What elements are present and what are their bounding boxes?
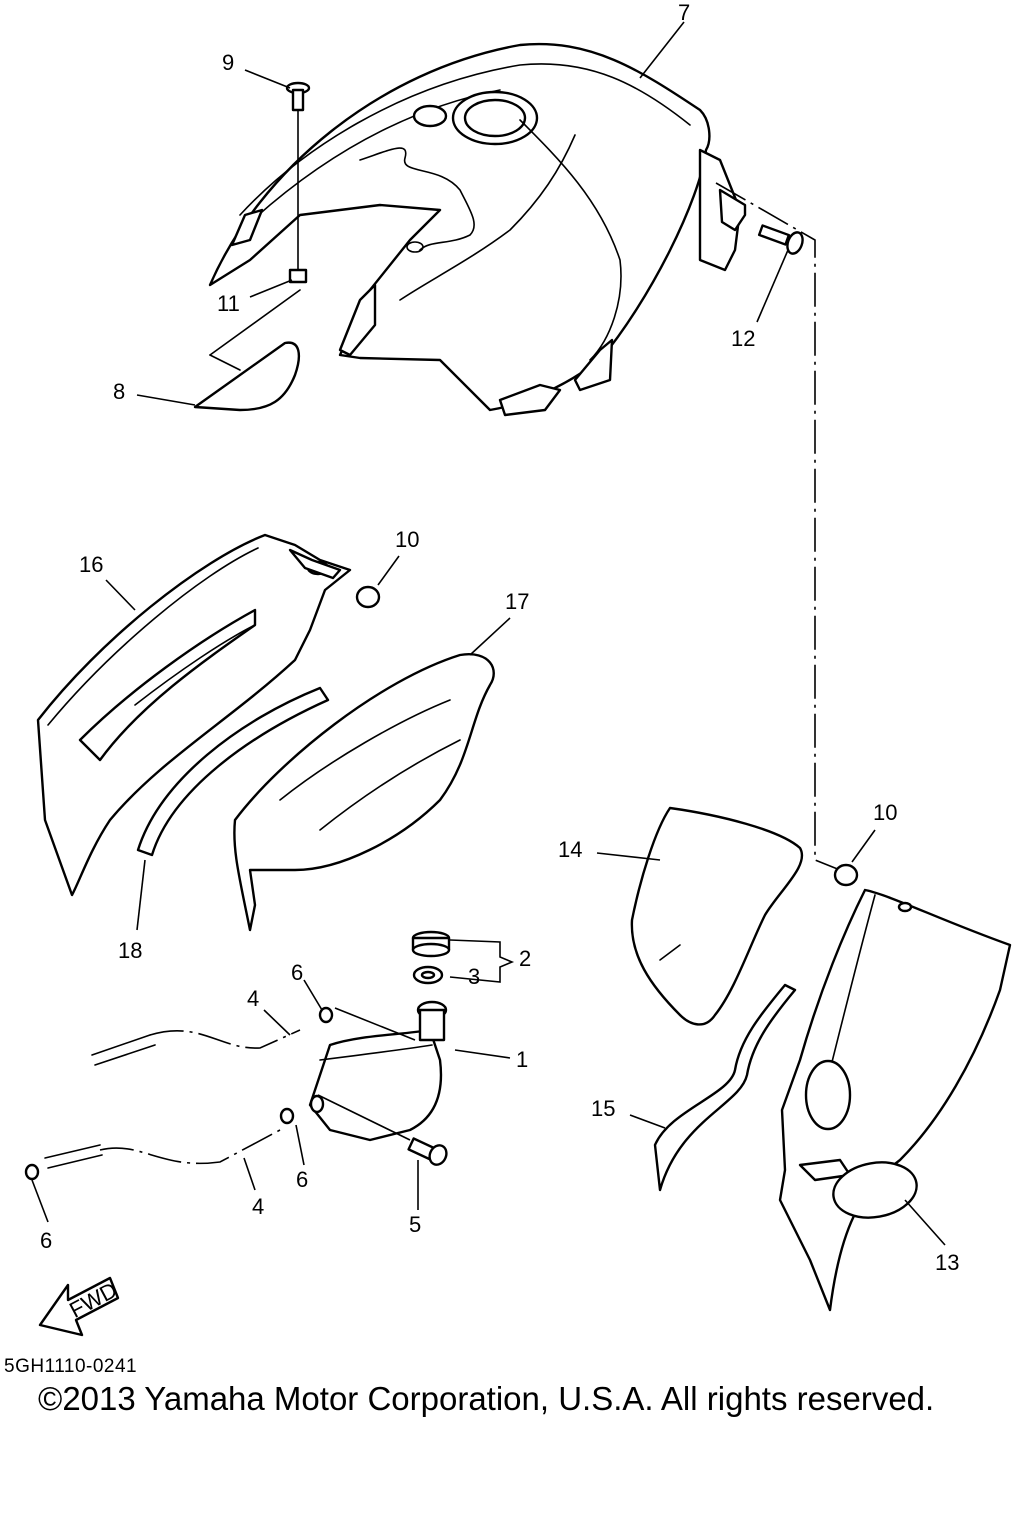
callout-10a: 10 [395,527,419,552]
callout-1: 1 [516,1047,528,1072]
strip-15-part [653,983,797,1192]
callout-8: 8 [113,379,125,404]
callout-10b: 10 [873,800,897,825]
clamp-6b-part [279,1107,295,1125]
reservoir-1-part [308,1000,448,1142]
emblem-8-part [193,289,301,412]
callout-14: 14 [558,837,582,862]
callout-6b: 6 [296,1167,308,1192]
callout-11: 11 [217,291,240,316]
bolt-9-part [285,81,311,270]
callout-5: 5 [409,1212,421,1237]
side-cover-16-part [36,533,352,897]
hose-4a-part [91,1029,301,1066]
callout-7: 7 [678,0,690,25]
hose-4b-part [44,1129,281,1169]
fwd-label: FWD [65,1277,121,1323]
cap-2-part [411,930,451,958]
tank-cover-part [208,42,747,417]
callout-12: 12 [731,326,755,351]
callout-13: 13 [935,1250,959,1275]
callout-16: 16 [79,552,103,577]
grommet-10a-part [355,585,381,609]
callout-4b: 4 [252,1194,264,1219]
alignment-line [715,182,846,873]
bolt-5-part [407,1137,448,1166]
leader-lines [31,21,946,1246]
nut-11-part [288,268,308,284]
clamp-6a-part [318,1006,334,1024]
fwd-arrow-icon: FWD [38,1276,121,1337]
bolt-12-part [757,224,804,255]
strip-18-part [136,686,330,857]
callout-9: 9 [222,50,234,75]
copyright-notice: ©2013 Yamaha Motor Corporation, U.S.A. A… [38,1380,935,1417]
clamp-6c-part [24,1163,40,1181]
callout-6a: 6 [291,960,303,985]
gasket-3-part [412,965,444,985]
callout-4a: 4 [247,986,259,1011]
callout-17: 17 [505,589,529,614]
panel-14-part [630,806,804,1026]
callout-2: 2 [519,946,531,971]
graphic-17-part [233,653,495,932]
callout-18: 18 [118,938,142,963]
diagram-code: 5GH1110-0241 [4,1356,138,1377]
callout-3: 3 [468,964,480,989]
callout-15: 15 [591,1096,615,1121]
callout-labels: 7 9 11 12 8 16 10 17 18 14 10 2 3 1 6 4 … [40,0,959,1275]
side-cover-13-part [778,888,1012,1312]
grommet-10b-part [833,863,859,887]
callout-6c: 6 [40,1228,52,1253]
